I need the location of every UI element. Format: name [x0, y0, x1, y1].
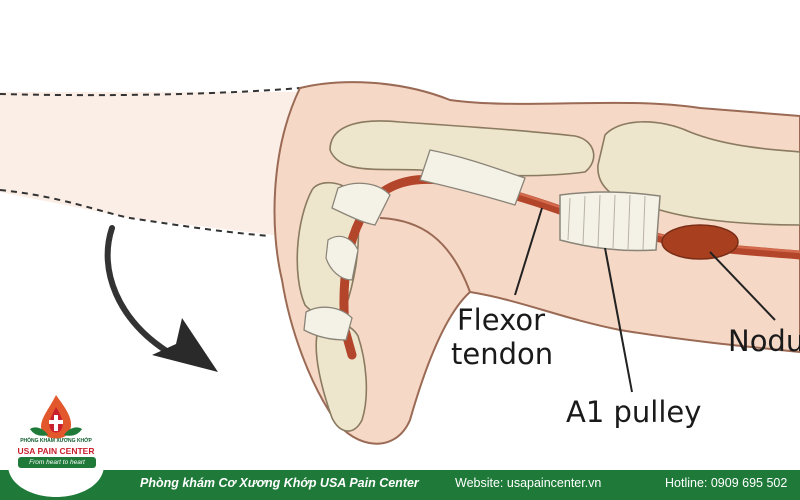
proximal-phalanx-bone	[329, 120, 595, 177]
logo-clinic-type: PHÒNG KHÁM XƯƠNG KHỚP	[20, 438, 92, 444]
cruciate-pulley	[325, 235, 359, 281]
a4-pulley	[303, 306, 353, 341]
label-tendon: tendon	[451, 337, 554, 371]
flexor-tendon-leader	[514, 207, 543, 296]
label-nodule: Nodu	[728, 324, 800, 358]
logo-leaf-right-icon	[64, 427, 82, 436]
finger-fold-crease	[379, 217, 471, 293]
dashed-finger-outline-bottom	[0, 189, 271, 237]
footer-clinic-name: Phòng khám Cơ Xương Khớp USA Pain Center	[140, 476, 419, 490]
label-flexor: Flexor	[457, 303, 546, 337]
label-a1-pulley: A1 pulley	[566, 395, 702, 429]
logo-badge	[8, 393, 104, 497]
background-finger-outline	[0, 92, 300, 238]
logo-cross-icon	[49, 415, 63, 431]
dashed-finger-outline-top	[0, 87, 301, 97]
clinic-logo	[8, 393, 104, 497]
flexion-arrow-head	[152, 318, 218, 372]
a1-pulley-fibers	[567, 194, 646, 251]
tendon-nodule	[661, 224, 739, 260]
footer-bar: Phòng khám Cơ Xương Khớp USA Pain Center…	[0, 470, 800, 500]
a2-pulley	[419, 149, 526, 206]
logo-clinic-name: USA PAIN CENTER	[17, 446, 95, 456]
a3-pulley	[331, 182, 391, 226]
footer-website[interactable]: Website: usapaincenter.vn	[455, 476, 602, 490]
logo-tagline: From heart to heart	[18, 457, 96, 468]
footer-hotline[interactable]: Hotline: 0909 695 502	[665, 476, 788, 490]
logo-leaf-left-icon	[30, 427, 48, 436]
flexion-arrow-shaft	[104, 225, 171, 355]
nodule-leader	[709, 251, 776, 321]
a1-pulley-leader	[604, 247, 633, 393]
